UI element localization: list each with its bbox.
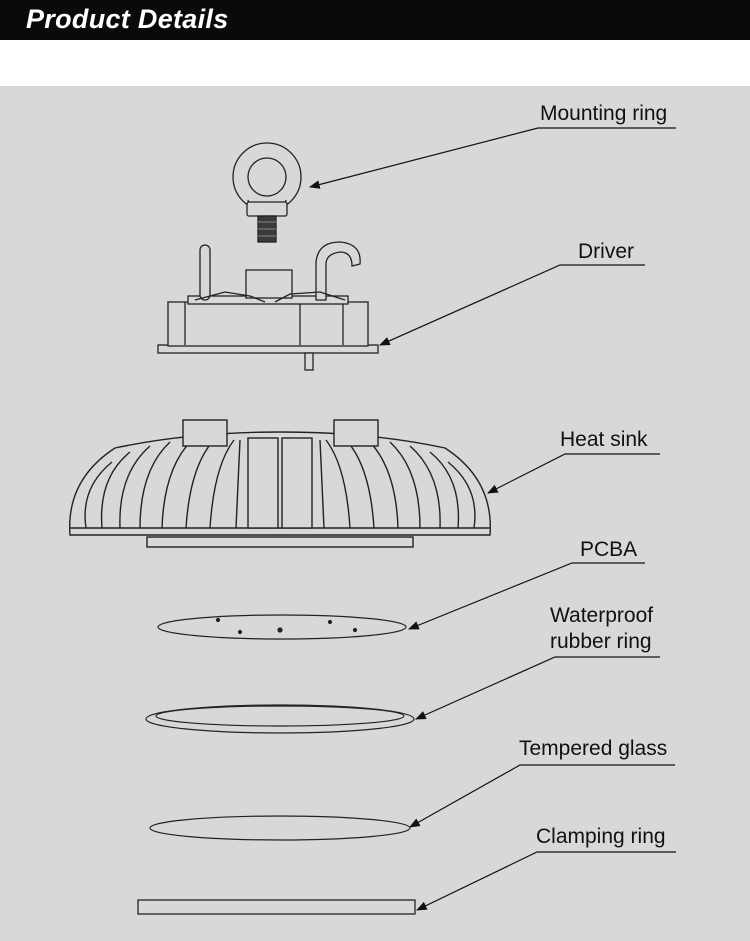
waterproof-ring-leader [415, 656, 660, 720]
heat-sink-leader [487, 453, 660, 494]
pcba-label: PCBA [580, 538, 638, 561]
clamping-ring-label: Clamping ring [536, 825, 666, 848]
driver-label: Driver [578, 240, 634, 263]
heat-sink-part [69, 419, 491, 548]
tempered-glass-part [149, 815, 411, 841]
waterproof-label-line2: rubber ring [550, 630, 652, 653]
waterproof-rubber-ring-part [145, 704, 415, 734]
tempered-glass-leader [409, 764, 675, 828]
driver-part [157, 241, 379, 371]
clamping-ring-part [137, 899, 416, 915]
clamping-ring-leader [416, 851, 676, 911]
pcba-leader [407, 562, 645, 630]
waterproof-label-line1: Waterproof [550, 604, 654, 627]
pcba-part [157, 614, 407, 640]
mounting-ring-label: Mounting ring [540, 102, 668, 125]
driver-leader [379, 264, 645, 346]
page-title: Product Details [26, 4, 229, 34]
mounting-ring-leader [308, 127, 676, 189]
header-bar: Product Details [0, 0, 750, 40]
mounting-ring-part [232, 142, 302, 243]
tempered-glass-label: Tempered glass [519, 737, 668, 760]
heat-sink-label: Heat sink [560, 428, 648, 451]
